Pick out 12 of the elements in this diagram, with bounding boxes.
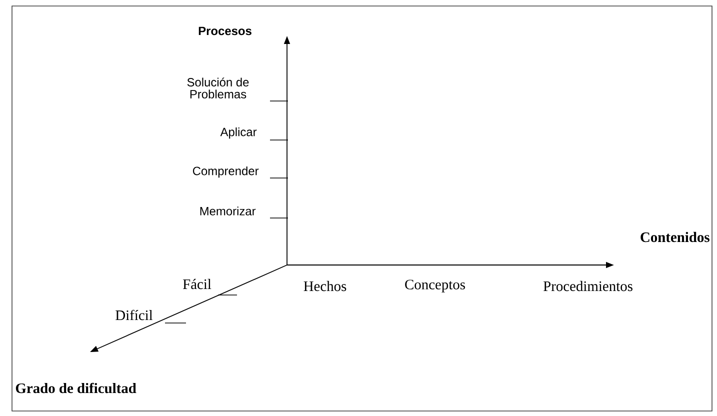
axis-label: Comprender — [192, 166, 259, 178]
axis-title: Procesos — [198, 26, 252, 36]
axis-label: Fácil — [182, 278, 212, 290]
axis-label: Procedimientos — [544, 280, 632, 292]
axis-title: Contenidos — [640, 232, 710, 242]
axis-title: Grado de dificultad — [16, 382, 136, 394]
axis-label: Memorizar — [200, 206, 256, 216]
axis-label: Conceptos — [405, 280, 465, 292]
axis-label: Hechos — [304, 280, 346, 292]
axis-label: Difícil — [116, 310, 153, 320]
axis-label: Solución de Problemas — [187, 78, 249, 98]
axis-label: Aplicar — [220, 127, 257, 139]
